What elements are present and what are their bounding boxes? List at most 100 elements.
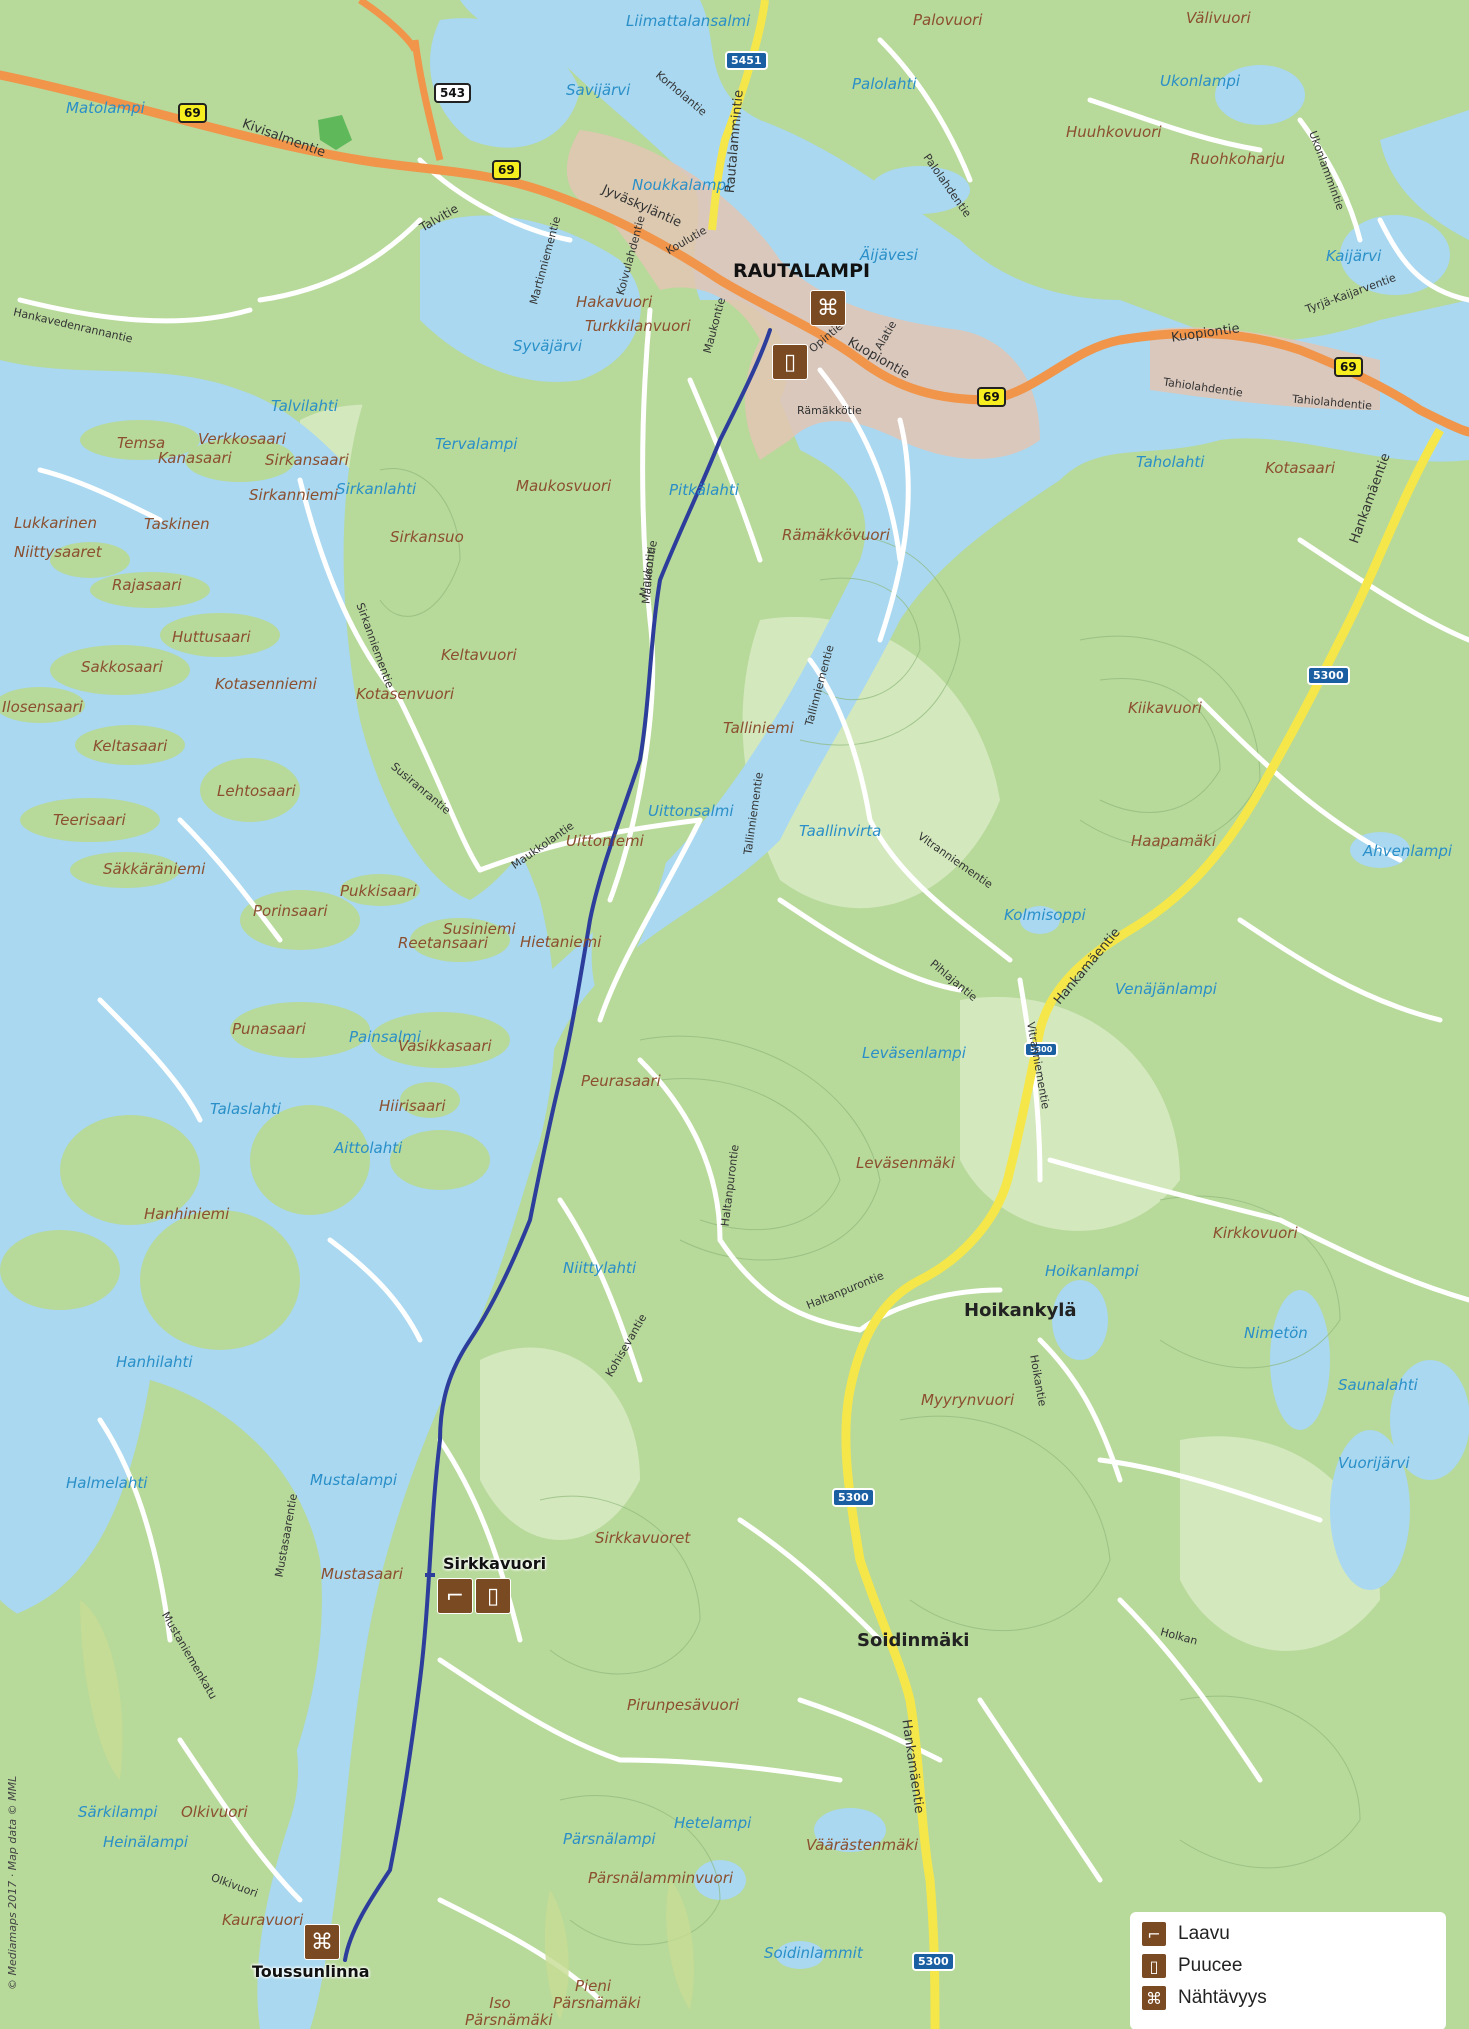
terrain-label: Hanhiniemi bbox=[144, 1205, 230, 1223]
terrain-label: Ilosensaari bbox=[2, 698, 83, 716]
road-5451 bbox=[708, 0, 769, 231]
map-legend: ⌐ Laavu ▯ Puucee ⌘ Nähtävyys bbox=[1130, 1912, 1446, 2029]
terrain-label: Susiniemi bbox=[443, 920, 516, 938]
route-69-shield: 69 bbox=[1334, 357, 1363, 377]
terrain-label: Kauravuori bbox=[222, 1911, 304, 1929]
legend-label: Nähtävyys bbox=[1178, 1987, 1267, 2008]
terrain-label: Pirunpesävuori bbox=[627, 1696, 740, 1714]
terrain-label: Myyrynvuori bbox=[921, 1391, 1015, 1409]
water-label: Savijärvi bbox=[566, 81, 631, 99]
terrain-label: Sirkanniemi bbox=[249, 486, 338, 504]
terrain-label: Temsa bbox=[117, 434, 166, 452]
legend-label: Puucee bbox=[1178, 1955, 1243, 1976]
terrain-label: Taskinen bbox=[144, 515, 210, 533]
route-543-shield: 543 bbox=[434, 83, 472, 103]
terrain-label: Huttusaari bbox=[172, 628, 251, 646]
village-label-hoikankyla: Hoikankylä bbox=[964, 1300, 1077, 1321]
water-label: Venäjänlampi bbox=[1115, 980, 1217, 998]
legend-item-laavu: ⌐ Laavu bbox=[1142, 1922, 1230, 1946]
terrain-label: Lehtosaari bbox=[217, 782, 296, 800]
terrain-label: Olkivuori bbox=[181, 1803, 248, 1821]
water-label: Soidinlammit bbox=[764, 1944, 863, 1962]
terrain-label: Mustasaari bbox=[321, 1565, 403, 1583]
nahtavyys-icon: ⌘ bbox=[1142, 1986, 1166, 2010]
puucee-icon: ▯ bbox=[1142, 1954, 1166, 1978]
water-label: Nimetön bbox=[1244, 1324, 1308, 1342]
water-label: Hetelampi bbox=[674, 1814, 752, 1832]
road-5300 bbox=[841, 427, 1444, 2029]
terrain-label: Keltasaari bbox=[93, 737, 168, 755]
terrain-label: Kotasaari bbox=[1265, 459, 1336, 477]
water-label: Särkilampi bbox=[78, 1803, 158, 1821]
water-label: Hanhilahti bbox=[116, 1353, 193, 1371]
terrain-label: Ruohkoharju bbox=[1190, 150, 1286, 168]
terrain-label: Rämäkkövuori bbox=[782, 526, 890, 544]
water-label: Syväjärvi bbox=[513, 337, 583, 355]
terrain-label: Peurasaari bbox=[581, 1072, 661, 1090]
water-label: Palolahti bbox=[852, 75, 917, 93]
terrain-label: Sirkkavuoret bbox=[595, 1529, 691, 1547]
terrain-label: Kanasaari bbox=[158, 449, 232, 467]
water-label: Uittonsalmi bbox=[648, 802, 734, 820]
legend-label: Laavu bbox=[1178, 1923, 1230, 1944]
puucee-icon[interactable]: ▯ bbox=[772, 344, 808, 380]
route-69-shield: 69 bbox=[492, 160, 521, 180]
map-credit: © Mediamaps 2017 · Map data © MML bbox=[6, 1775, 19, 1990]
water-label: Talvilahti bbox=[271, 397, 338, 415]
water-label: Aittolahti bbox=[334, 1139, 403, 1157]
water-label: Kolmisoppi bbox=[1004, 906, 1086, 924]
legend-item-puucee: ▯ Puucee bbox=[1142, 1954, 1242, 1978]
route-69-shield: 69 bbox=[977, 387, 1006, 407]
terrain-label: Huuhkovuori bbox=[1066, 123, 1162, 141]
water-label: Leväsenlampi bbox=[862, 1044, 966, 1062]
water-label: Talaslahti bbox=[210, 1100, 281, 1118]
terrain-label: Kotasenniemi bbox=[215, 675, 317, 693]
water-label: Mustalampi bbox=[310, 1471, 397, 1489]
highway-69 bbox=[0, 70, 1469, 437]
water-label: Painsalmi bbox=[349, 1028, 421, 1046]
legend-item-nahtavyys: ⌘ Nähtävyys bbox=[1142, 1986, 1267, 2010]
canoe-route bbox=[343, 328, 772, 1962]
water-label: Taholahti bbox=[1136, 453, 1205, 471]
terrain-label: Reetansaari bbox=[398, 934, 488, 952]
terrain-label: Rajasaari bbox=[112, 576, 182, 594]
terrain-label: Keltavuori bbox=[441, 646, 517, 664]
terrain-label: Hiirisaari bbox=[379, 1097, 446, 1115]
nahtavyys-icon[interactable]: ⌘ bbox=[304, 1924, 340, 1960]
terrain-label: Porinsaari bbox=[253, 902, 328, 920]
islands bbox=[0, 360, 720, 2029]
terrain-label: Maukosvuori bbox=[516, 477, 612, 495]
terrain-label: Kirkkovuori bbox=[1213, 1224, 1298, 1242]
terrain-label: Kotasenvuori bbox=[356, 685, 454, 703]
road-label: Rämäkkötie bbox=[797, 404, 862, 417]
terrain-label: Niittysaaret bbox=[14, 543, 102, 561]
water-label: Pitkälahti bbox=[669, 481, 739, 499]
water-label: Tervalampi bbox=[435, 435, 518, 453]
contours bbox=[379, 468, 1361, 1946]
water-label: Pärsnälampi bbox=[563, 1830, 656, 1848]
road-543 bbox=[411, 39, 444, 161]
water-label: Matolampi bbox=[66, 99, 145, 117]
laavu-icon[interactable]: ⌐ bbox=[437, 1578, 473, 1614]
poi-label-toussunlinna: Toussunlinna bbox=[252, 1962, 370, 1981]
minor-roads bbox=[17, 37, 1469, 2003]
puucee-icon[interactable]: ▯ bbox=[475, 1578, 511, 1614]
route-5300-shield: 5300 bbox=[1307, 666, 1350, 685]
water-label: Vuorijärvi bbox=[1338, 1454, 1410, 1472]
terrain-label: Teerisaari bbox=[53, 811, 126, 829]
water-label: Hoikanlampi bbox=[1045, 1262, 1139, 1280]
terrain-label: Säkkäräniemi bbox=[103, 860, 206, 878]
water-label: Sirkanlahti bbox=[336, 480, 417, 498]
terrain-label: Sakkosaari bbox=[81, 658, 163, 676]
nahtavyys-icon[interactable]: ⌘ bbox=[810, 290, 846, 326]
water-label: Heinälampi bbox=[103, 1833, 189, 1851]
terrain-label: Talliniemi bbox=[723, 719, 794, 737]
water-label: Niittylahti bbox=[563, 1259, 637, 1277]
poi-label-sirkkavuori: Sirkkavuori bbox=[443, 1554, 547, 1573]
terrain-label: Hakavuori bbox=[576, 293, 653, 311]
water-label: Ukonlampi bbox=[1160, 72, 1241, 90]
terrain-label: Haapamäki bbox=[1131, 832, 1217, 850]
terrain-label: Pukkisaari bbox=[340, 882, 417, 900]
terrain-label: Palovuori bbox=[913, 11, 983, 29]
